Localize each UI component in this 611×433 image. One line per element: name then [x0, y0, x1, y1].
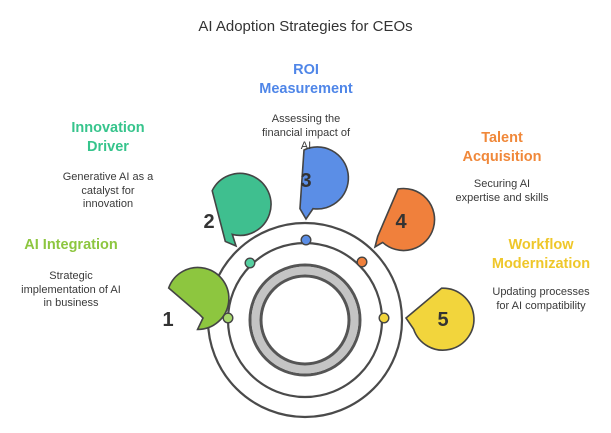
step-5-dot: [378, 312, 390, 324]
step-5-label-line: Workflow: [508, 237, 574, 253]
step-3-desc-line: AI: [300, 140, 312, 152]
step-4-description: Securing AI expertise and skills: [442, 178, 562, 205]
step-1-desc-line: Strategic: [49, 270, 93, 282]
step-3-label-line: Measurement: [259, 81, 353, 97]
step-4-label-line: Talent: [481, 130, 523, 146]
step-1-number: 1: [162, 309, 173, 331]
inner-ring-outline: [248, 263, 362, 377]
step-2-description: Generative AI as a catalyst for innovati…: [48, 171, 168, 212]
step-1-label-line: AI Integration: [24, 237, 118, 253]
step-2-number: 2: [203, 211, 214, 233]
step-4-desc-line: expertise and skills: [455, 191, 549, 204]
step-2-desc-line: Generative AI as a: [62, 171, 154, 183]
inner-ring-core: [259, 274, 351, 366]
step-3-label-line: ROI: [293, 62, 319, 78]
step-4-bubble: 4: [373, 187, 436, 252]
step-2-label-line: Driver: [87, 139, 129, 155]
step-2-dot: [244, 257, 256, 269]
step-3-desc-line: financial impact of: [261, 126, 351, 139]
step-1-dot: [222, 312, 234, 324]
step-5-label-line: Modernization: [491, 256, 591, 272]
step-3-desc-line: Assessing the: [271, 113, 341, 125]
step-4-desc-line: Securing AI: [473, 178, 531, 190]
step-4-label: Talent Acquisition: [442, 129, 562, 167]
outer-ring: [206, 221, 404, 419]
step-2-label: Innovation Driver: [48, 119, 168, 157]
step-2-bubble: 2: [203, 172, 272, 248]
step-2-label-line: Innovation: [71, 120, 145, 136]
step-1-desc-line: in business: [43, 297, 99, 309]
step-4-dot: [356, 256, 368, 268]
step-3-label: ROI Measurement: [236, 61, 376, 99]
step-5-description: Updating processes for AI compatibility: [476, 286, 606, 313]
step-1-label: AI Integration: [6, 236, 136, 255]
diagram-title: AI Adoption Strategies for CEOs: [198, 18, 413, 35]
step-4-label-line: Acquisition: [462, 149, 542, 165]
step-3-number: 3: [300, 170, 311, 192]
step-5-desc-line: for AI compatibility: [496, 299, 586, 312]
step-5-bubble: 5: [404, 287, 475, 351]
step-3-description: Assessing the financial impact of AI: [231, 113, 381, 154]
step-3-dot: [300, 234, 312, 246]
step-2-desc-line: catalyst for: [81, 184, 135, 197]
step-1-description: Strategic implementation of AI in busine…: [6, 270, 136, 311]
inner-ring-fill: [251, 266, 359, 374]
step-5-desc-line: Updating processes: [492, 286, 590, 298]
step-3-bubble: 3: [299, 146, 350, 221]
step-4-number: 4: [395, 211, 407, 233]
step-2-desc-line: innovation: [82, 198, 134, 210]
step-5-label: Workflow Modernization: [476, 236, 606, 274]
step-5-number: 5: [437, 309, 448, 331]
step-1-bubble: 1: [162, 266, 230, 331]
step-1-desc-line: implementation of AI: [21, 283, 121, 296]
